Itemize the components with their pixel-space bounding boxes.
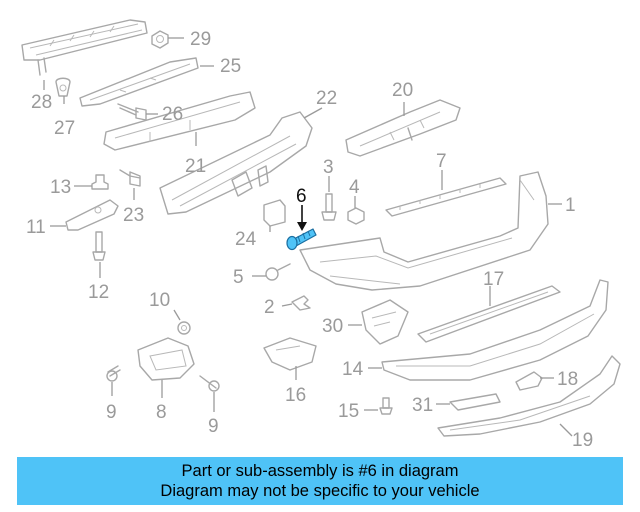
callout-1: 1 (565, 195, 576, 216)
part-14-valance (381, 279, 609, 381)
part-30-bracket (361, 299, 409, 345)
part-7-strip (385, 177, 507, 217)
part-28-reinforcement (21, 19, 148, 76)
callout-29: 29 (190, 29, 211, 50)
leader-lines (43, 37, 573, 437)
part-9-bolt-right (199, 375, 220, 392)
parts-diagram: 29 25 28 27 26 21 22 13 23 11 12 24 6 20… (21, 19, 621, 451)
part-16-bracket (263, 337, 317, 371)
callout-11: 11 (26, 217, 46, 238)
callout-labels: 29 25 28 27 26 21 22 13 23 11 12 24 6 20… (26, 29, 593, 451)
part-5-screw (265, 263, 291, 281)
part-31-reflector (449, 393, 501, 411)
part-1-bumper-cover (299, 171, 549, 291)
part-8-bracket (137, 337, 195, 381)
part-26-bolt (117, 103, 147, 121)
part-19-diffuser (437, 355, 621, 437)
callout-14: 14 (342, 359, 364, 380)
part-21-absorber (103, 91, 256, 151)
callout-10: 10 (149, 290, 170, 311)
part-11-bracket (65, 199, 119, 231)
part-29-nut (151, 30, 169, 49)
callout-28: 28 (31, 92, 52, 113)
part-2-clip (291, 295, 311, 311)
part-9-bolt-left (106, 365, 121, 382)
callout-9-left: 9 (106, 402, 117, 423)
callout-3: 3 (323, 157, 334, 178)
callout-23: 23 (123, 205, 144, 226)
callout-31: 31 (412, 395, 433, 416)
callout-26: 26 (162, 104, 183, 125)
callout-16: 16 (285, 385, 306, 406)
part-24-block (263, 199, 286, 227)
part-6-screw (286, 228, 317, 251)
callout-17: 17 (483, 269, 504, 290)
part-27-clip (55, 77, 71, 97)
banner-line-1: Part or sub-assembly is #6 in diagram (181, 462, 459, 480)
callout-25: 25 (220, 56, 241, 77)
callout-27: 27 (54, 118, 75, 139)
callout-8: 8 (156, 402, 167, 423)
callout-12: 12 (88, 282, 109, 303)
callout-7: 7 (436, 151, 447, 172)
part-20-bracket (345, 99, 461, 157)
info-banner: Part or sub-assembly is #6 in diagram Di… (17, 457, 623, 505)
part-12-bolt (92, 231, 106, 261)
callout-6-highlighted: 6 (296, 186, 307, 207)
callout-24: 24 (235, 229, 257, 250)
callout-18: 18 (557, 369, 578, 390)
part-22-beam (159, 111, 313, 215)
callout-9-right: 9 (208, 416, 219, 437)
callout-22: 22 (316, 88, 337, 109)
part-3-bolt (321, 193, 337, 221)
callout-21: 21 (185, 156, 206, 177)
callout-20: 20 (392, 80, 413, 101)
part-17-strip (417, 285, 561, 343)
part-25-absorber (79, 57, 199, 107)
banner-line-2: Diagram may not be specific to your vehi… (160, 482, 480, 500)
callout-4: 4 (349, 177, 360, 198)
callout-19: 19 (572, 430, 593, 451)
part-10-nut (177, 321, 191, 335)
callout-2: 2 (264, 297, 275, 318)
part-4-clip (347, 207, 365, 225)
part-18-cover (515, 371, 543, 391)
part-15-bolt (379, 397, 393, 415)
callout-30: 30 (322, 316, 343, 337)
part-23-bolt (119, 169, 141, 187)
callout-15: 15 (338, 401, 359, 422)
part-13-pin (91, 174, 109, 190)
callout-5: 5 (233, 267, 244, 288)
callout-13: 13 (50, 177, 71, 198)
